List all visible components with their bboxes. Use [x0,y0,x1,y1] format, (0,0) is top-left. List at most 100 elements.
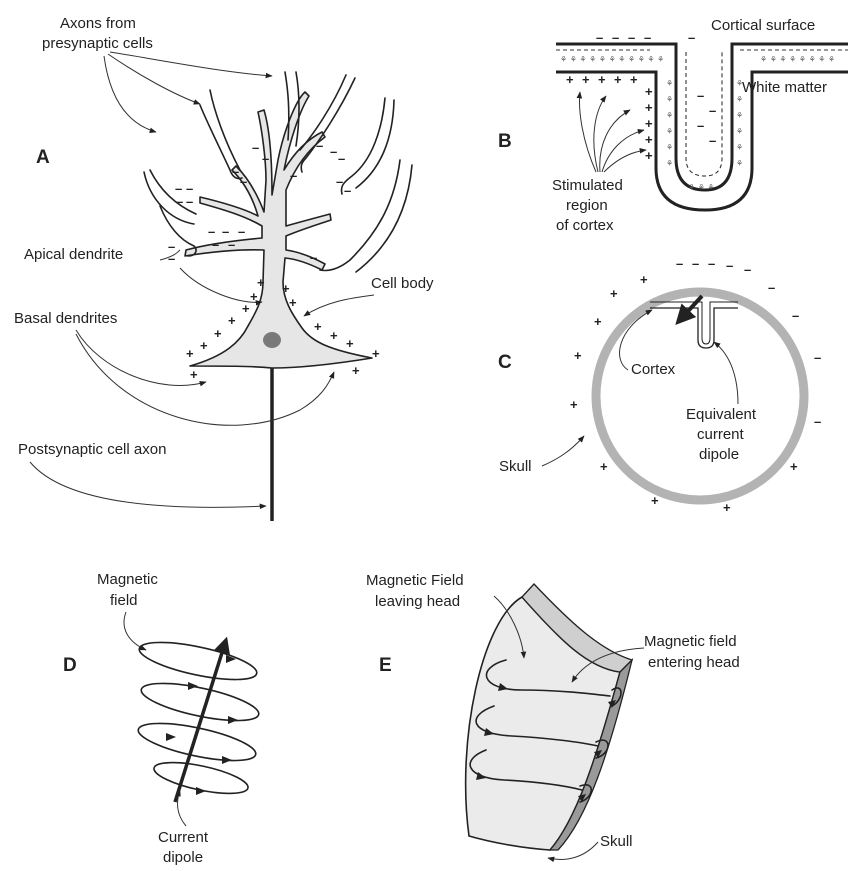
minus-sign: – [240,174,247,189]
plus-sign: + [228,313,236,328]
svg-text:⚘: ⚘ [666,111,673,120]
svg-text:⚘: ⚘ [736,95,743,104]
minus-sign: – [697,88,704,103]
svg-text:⚘: ⚘ [736,111,743,120]
label-axons-2: presynaptic cells [42,35,153,52]
current-dipole-arrow [175,640,226,802]
plus-sign: + [723,500,731,515]
panel-letter-e: E [379,655,392,676]
minus-sign: – [310,250,317,265]
minus-sign: – [596,30,603,45]
plus-sign: + [645,100,653,115]
label-apical-dendrite: Apical dendrite [24,246,123,263]
plus-sign: + [186,346,194,361]
minus-sign: – [262,151,269,166]
svg-text:⚘: ⚘ [736,127,743,136]
plus-sign: + [289,295,297,310]
label-skull-c: Skull [499,458,532,475]
minus-sign: – [709,103,716,118]
plus-sign: + [250,289,258,304]
svg-text:⚘ ⚘ ⚘ ⚘ ⚘ ⚘ ⚘ ⚘: ⚘ ⚘ ⚘ ⚘ ⚘ ⚘ ⚘ ⚘ [760,55,835,64]
label-skull-e: Skull [600,833,633,850]
plus-sign: + [314,319,322,334]
label-current-2: dipole [163,849,203,866]
minus-sign: – [290,168,297,183]
plus-sign: + [574,348,582,363]
svg-text:⚘: ⚘ [666,95,673,104]
label-cortex: Cortex [631,361,676,378]
plus-sign: + [645,84,653,99]
minus-sign: – [238,224,245,239]
svg-text:⚘: ⚘ [736,159,743,168]
plus-sign: + [651,493,659,508]
minus-sign: – [814,414,821,429]
field-loop [152,756,251,799]
svg-text:⚘: ⚘ [736,143,743,152]
label-dipole-2: current [697,426,745,443]
svg-text:⚘ ⚘ ⚘: ⚘ ⚘ ⚘ [688,183,715,192]
minus-sign: – [344,183,351,198]
minus-sign: – [186,194,193,209]
skull-inner-face [466,597,620,850]
minus-sign: – [168,251,175,266]
dipole-field [135,635,261,802]
plus-sign: + [630,72,638,87]
minus-sign: – [644,30,651,45]
nucleus [263,332,281,348]
minus-sign: – [232,164,239,179]
minus-sign: – [692,256,699,271]
plus-sign: + [257,275,265,290]
minus-sign: – [768,280,775,295]
minus-sign: – [316,138,323,153]
plus-sign: + [566,72,574,87]
label-current-1: Current [158,829,209,846]
svg-text:⚘ ⚘ ⚘ ⚘ ⚘ ⚘ ⚘ ⚘ ⚘ ⚘ ⚘: ⚘ ⚘ ⚘ ⚘ ⚘ ⚘ ⚘ ⚘ ⚘ ⚘ ⚘ [560,55,664,64]
minus-sign: – [697,118,704,133]
label-field-leaving-1: Magnetic Field [366,572,464,589]
label-white-matter: White matter [742,79,827,96]
plus-sign: + [242,301,250,316]
minus-sign: – [612,30,619,45]
panel-letter-c: C [498,352,512,373]
plus-sign: + [790,459,798,474]
label-stimulated-2: region [566,197,608,214]
svg-text:⚘: ⚘ [666,79,673,88]
label-axons-1: Axons from [60,15,136,32]
plus-sign: + [598,72,606,87]
label-stimulated-3: of cortex [556,217,614,234]
minus-sign: – [814,350,821,365]
label-field-entering-1: Magnetic field [644,633,737,650]
minus-sign: – [688,30,695,45]
skull-ring [596,292,804,500]
minus-sign: – [726,258,733,273]
plus-sign: + [200,338,208,353]
skull-section [466,584,632,850]
panel-letter-a: A [36,147,50,168]
label-postsynaptic-axon: Postsynaptic cell axon [18,441,166,458]
plus-sign: + [330,328,338,343]
minus-sign: – [252,140,259,155]
plus-sign: + [614,72,622,87]
field-loop [136,635,259,687]
minus-sign: – [212,237,219,252]
plus-sign: + [645,148,653,163]
label-dipole-3: dipole [699,446,739,463]
minus-sign: – [176,194,183,209]
svg-text:⚘: ⚘ [666,143,673,152]
minus-sign: – [330,144,337,159]
plus-sign: + [645,116,653,131]
head-model [596,292,804,500]
label-magnetic-2: field [110,592,138,609]
stimulated-pointers [580,92,646,172]
plus-sign: + [346,336,354,351]
panel-letter-b: B [498,131,512,152]
label-cell-body: Cell body [371,275,434,292]
plus-sign: + [600,459,608,474]
plus-sign: + [570,397,578,412]
cortex-fold [650,308,738,348]
plus-sign: + [640,272,648,287]
plus-sign: + [610,286,618,301]
minus-sign: – [709,133,716,148]
